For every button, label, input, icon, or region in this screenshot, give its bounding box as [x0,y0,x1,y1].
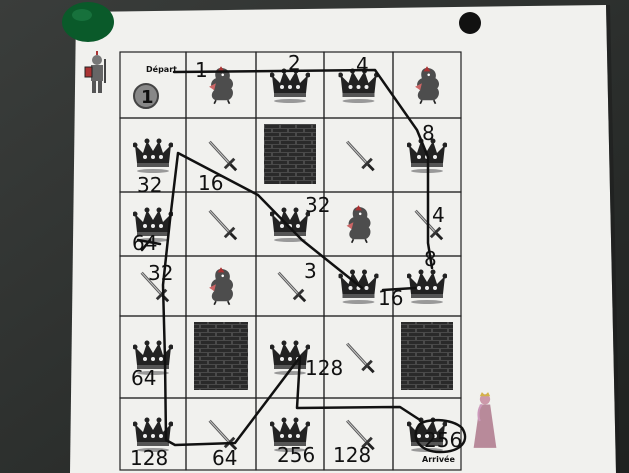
hand-number-256: 256 [277,443,315,467]
hand-number-64: 64 [212,446,237,470]
hand-number-128: 128 [305,356,343,380]
hand-number-8: 8 [424,247,437,271]
brick-wall-icon [194,322,248,390]
start-number: 1 [141,87,154,108]
green-magnet-highlight [72,9,92,21]
hand-number-1: 1 [195,58,208,82]
hand-number-16: 16 [198,171,223,195]
hand-number-8: 8 [422,121,435,145]
brick-wall-icon [264,124,316,184]
start-label: Départ [146,64,177,74]
hand-number-64: 64 [132,231,157,255]
hand-number-4: 4 [432,203,445,227]
arrival-label: Arrivée [422,454,455,464]
hand-number-4: 4 [356,53,369,77]
hand-number-128: 128 [130,446,168,470]
hand-number-2: 2 [288,51,301,75]
hand-number-256: 256 [424,428,462,452]
hand-number-3: 3 [304,259,317,283]
hand-number-16: 16 [378,286,403,310]
hand-number-128: 128 [333,443,371,467]
hand-number-32: 32 [305,193,330,217]
green-magnet-icon [62,2,114,42]
brick-wall-icon [401,322,453,390]
hand-number-32: 32 [148,261,173,285]
hand-number-64: 64 [131,366,156,390]
hand-number-32: 32 [137,173,162,197]
black-magnet-icon [459,12,481,34]
